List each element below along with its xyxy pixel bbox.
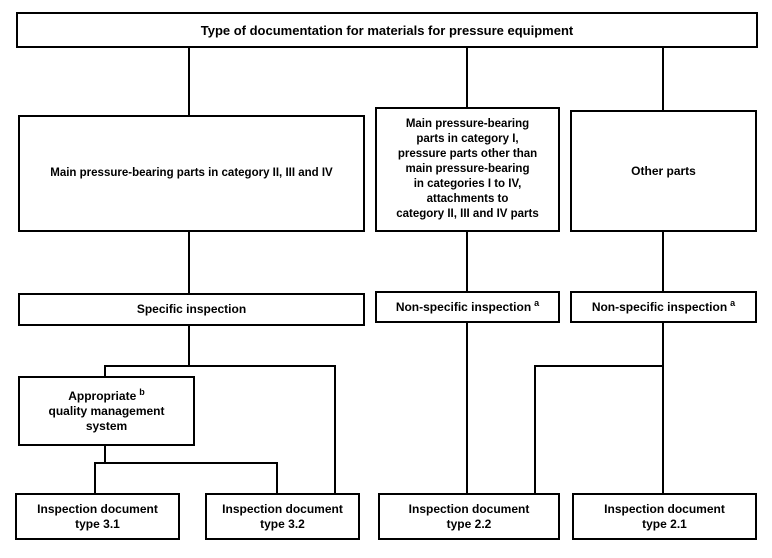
node-doc-2-1-line1: Inspection document [604, 501, 725, 516]
connector-specific-branch [104, 365, 336, 367]
node-main-parts-cat-1-line2: parts in category I, [416, 133, 519, 145]
node-doc-2-2-line1: Inspection document [408, 501, 530, 516]
node-main-parts-cat-1: Main pressure-bearing parts in category … [375, 107, 560, 232]
node-main-parts-cat-1-line5: in categories I to IV, [413, 178, 522, 190]
node-doc-3-1-line1: Inspection document [37, 501, 158, 516]
node-doc-3-1-line2: type 3.1 [75, 516, 120, 531]
connector-other-to-nonspecific [662, 232, 664, 291]
node-main-parts-cat-1-line6: attachments to [426, 193, 509, 205]
connector-root-to-other [662, 48, 664, 110]
node-inspection-document-3-2: Inspection document type 3.2 [205, 493, 360, 540]
non-specific-mid-text: Non-specific inspection [395, 299, 532, 314]
node-doc-3-2-line1: Inspection document [222, 501, 343, 516]
node-specific-inspection-label: Specific inspection [136, 302, 247, 316]
node-main-parts-cat-1-line7: category II, III and IV parts [396, 208, 539, 220]
node-inspection-document-2-2: Inspection document type 2.2 [378, 493, 560, 540]
node-other-parts-label: Other parts [631, 163, 696, 178]
node-doc-3-2-line2: type 3.2 [260, 516, 305, 531]
node-main-parts-cat-1-line3: pressure parts other than [397, 148, 538, 160]
node-inspection-document-3-1: Inspection document type 3.1 [15, 493, 180, 540]
connector-qms-branch [94, 462, 278, 464]
footnote-ref-b: b [139, 386, 145, 397]
connector-branch-to-doc22 [534, 365, 536, 495]
connector-qms-to-doc32 [276, 462, 278, 495]
connector-cat1-to-nonspecific [466, 232, 468, 291]
connector-qms-down [104, 446, 106, 464]
footnote-ref-a: a [730, 297, 736, 308]
node-doc-2-2-line2: type 2.2 [446, 516, 492, 531]
node-specific-inspection: Specific inspection [18, 293, 365, 326]
connector-nonspecific-mid-to-doc22 [466, 323, 468, 493]
node-root-label: Type of documentation for materials for … [200, 22, 574, 38]
connector-qms-to-doc31 [94, 462, 96, 495]
node-main-parts-cat-1-line1: Main pressure-bearing [405, 118, 530, 130]
connector-branch-to-qms [104, 365, 106, 378]
node-root: Type of documentation for materials for … [16, 12, 758, 48]
node-qms-line2: quality management [48, 403, 165, 418]
connector-nonspecific-right-branch [534, 365, 664, 367]
connector-specific-down [188, 326, 190, 367]
connector-branch-to-doc32 [334, 365, 336, 495]
node-inspection-document-2-1: Inspection document type 2.1 [572, 493, 757, 540]
node-main-parts-cat-1-line4: main pressure-bearing [405, 163, 530, 175]
node-qms-line3: system [85, 418, 128, 433]
node-doc-2-1-line2: type 2.1 [642, 516, 687, 531]
connector-root-to-cat234 [188, 48, 190, 115]
node-main-parts-cat-2-3-4-label: Main pressure-bearing parts in category … [50, 167, 333, 179]
non-specific-right-text: Non-specific inspection [591, 299, 728, 314]
qms-text: Appropriate [68, 388, 137, 403]
connector-cat234-to-specific [188, 232, 190, 293]
footnote-ref-a: a [534, 297, 540, 308]
node-main-parts-cat-2-3-4: Main pressure-bearing parts in category … [18, 115, 365, 232]
connector-root-to-cat1 [466, 48, 468, 107]
connector-nonspecific-right-to-doc21 [662, 323, 664, 493]
node-other-parts: Other parts [570, 110, 757, 232]
